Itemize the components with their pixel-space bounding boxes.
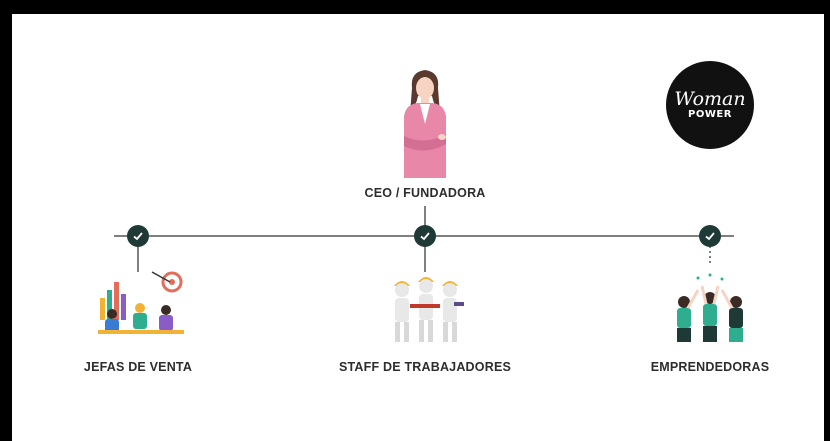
- logo-script-text: Woman: [674, 88, 746, 110]
- check-icon: [699, 225, 721, 247]
- woman-power-logo: Woman POWER: [666, 61, 754, 149]
- logo-caps-text: POWER: [688, 109, 732, 120]
- woman-ceo-illustration: [404, 70, 446, 178]
- branch-label-sales: JEFAS DE VENTA: [83, 360, 193, 374]
- check-icon: [414, 225, 436, 247]
- branch-label-staff: STAFF DE TRABAJADORES: [338, 360, 512, 374]
- sales-team-illustration: [98, 271, 184, 334]
- ceo-label: CEO / FUNDADORA: [364, 186, 486, 200]
- org-chart-canvas: Woman POWER CEO / FUNDADORA: [12, 14, 824, 441]
- check-icon: [127, 225, 149, 247]
- workers-illustration: [394, 277, 464, 342]
- branch-label-entrepreneurs: EMPRENDEDORAS: [650, 360, 770, 374]
- entrepreneurs-illustration: [677, 273, 743, 342]
